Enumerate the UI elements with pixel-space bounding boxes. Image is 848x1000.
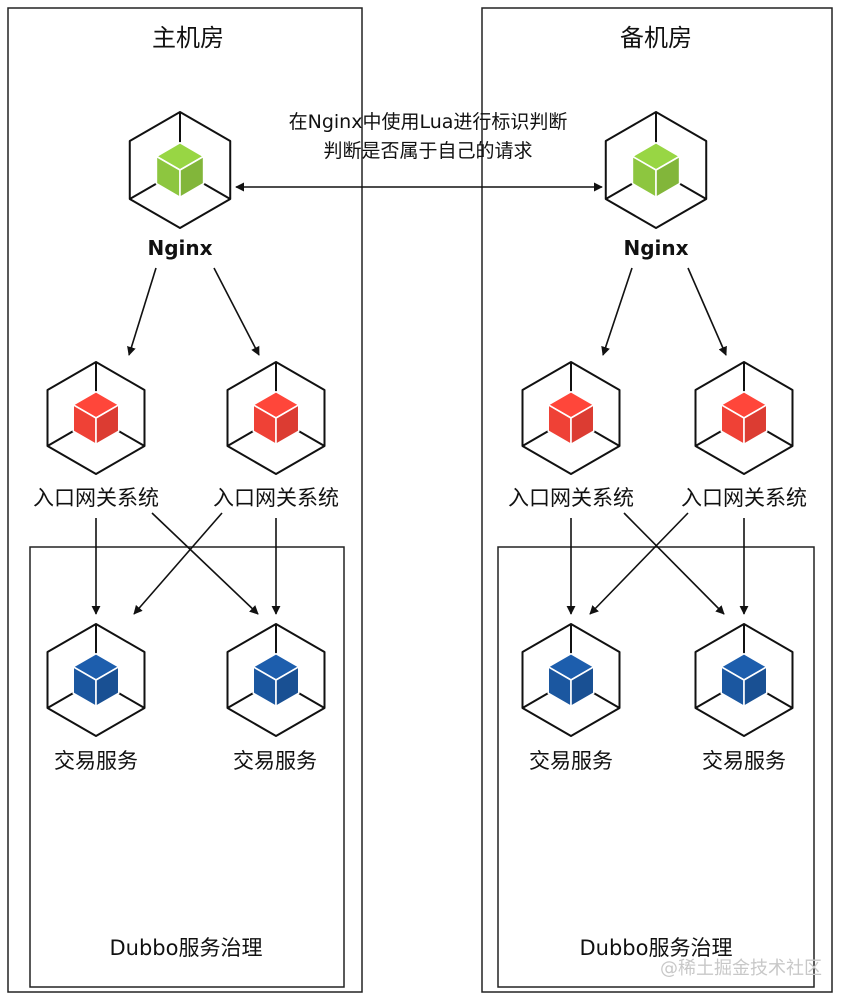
arrow-bg2-to-bs1 [589,512,689,615]
arrow-backup-nginx-to-gateway-2 [687,267,727,356]
backup-gateway-1-cube-icon [521,361,621,475]
primary-gateway-1-label: 入口网关系统 [33,486,159,510]
backup-gateway-2-label: 入口网关系统 [681,486,807,510]
arrow-backup-nginx-to-gateway-1 [601,267,633,356]
arrow-bg1-to-bs2 [623,512,725,615]
primary-service-1-label: 交易服务 [54,749,138,773]
primary-dubbo-label: Dubbo服务治理 [110,936,263,960]
backup-room-title: 备机房 [620,24,692,52]
backup-nginx-cube-icon [604,111,708,229]
backup-dubbo-label: Dubbo服务治理 [580,936,733,960]
backup-service-2-cube-icon [694,623,794,737]
backup-gateway-1-label: 入口网关系统 [508,486,634,510]
arrow-pg1-to-ps2 [151,512,259,615]
backup-service-1-label: 交易服务 [529,749,613,773]
primary-nginx-cube-icon [128,111,232,229]
primary-gateway-2-cube-icon [226,361,326,475]
primary-gateway-1-cube-icon [46,361,146,475]
backup-service-2-label: 交易服务 [702,749,786,773]
arrow-primary-nginx-to-gateway-2 [213,267,260,356]
primary-service-1-cube-icon [46,623,146,737]
primary-gateway-2-label: 入口网关系统 [213,486,339,510]
arrow-pg2-to-ps1 [133,512,223,615]
lua-note-line2: 判断是否属于自己的请求 [323,140,532,162]
backup-room-box [481,7,833,993]
primary-room-box [7,7,363,993]
primary-service-2-label: 交易服务 [233,749,317,773]
backup-service-1-cube-icon [521,623,621,737]
watermark: @稀土掘金技术社区 [660,958,822,979]
lua-note-line1: 在Nginx中使用Lua进行标识判断 [289,111,568,133]
backup-nginx-label: Nginx [623,236,688,260]
primary-nginx-label: Nginx [147,236,212,260]
arrow-primary-nginx-to-gateway-1 [127,267,157,356]
backup-gateway-2-cube-icon [694,361,794,475]
primary-service-2-cube-icon [226,623,326,737]
primary-room-title: 主机房 [152,24,224,52]
